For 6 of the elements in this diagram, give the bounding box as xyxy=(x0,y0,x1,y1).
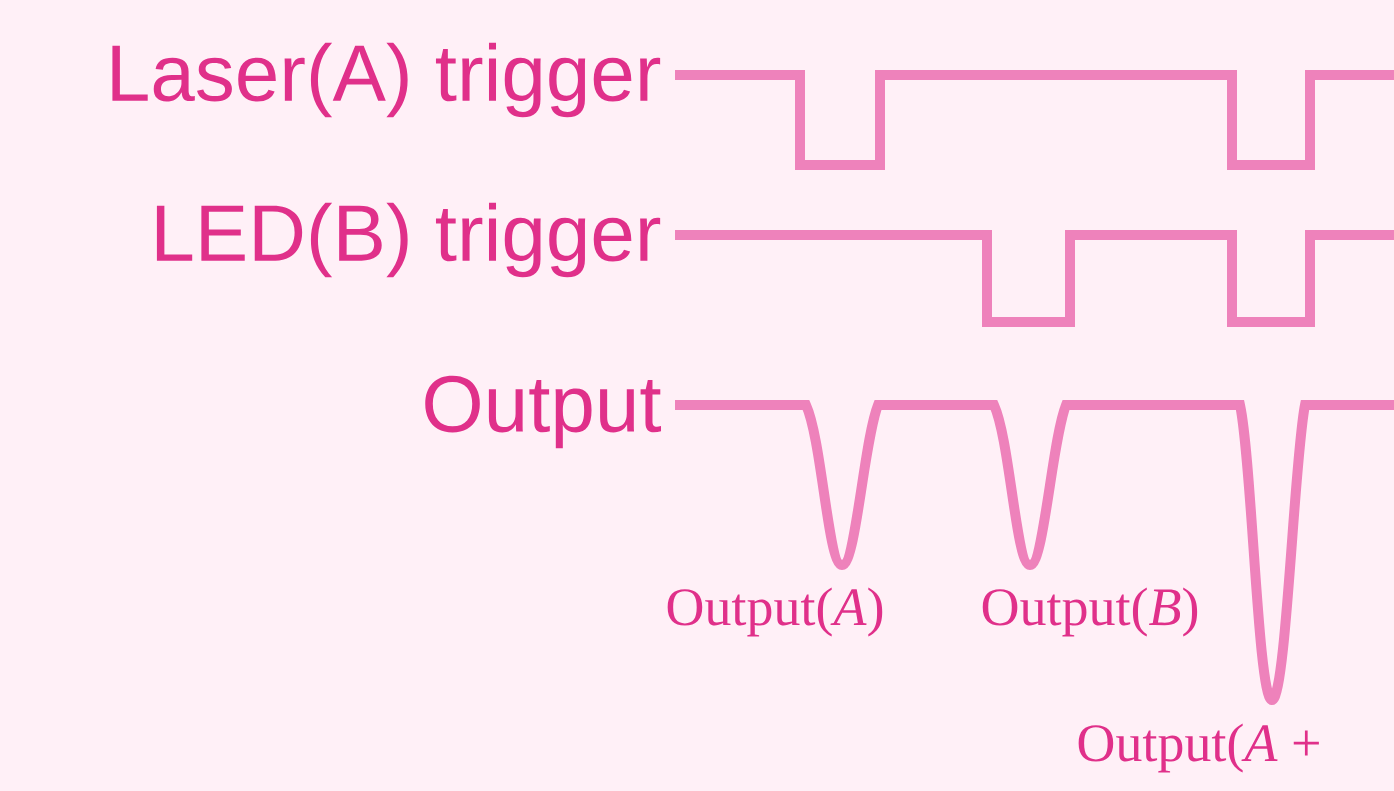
pulse-label: Output(A + xyxy=(1078,723,1319,773)
pulse-label: Output(A) xyxy=(667,587,883,637)
signal-label: Output xyxy=(425,375,661,449)
signal-label: LED(B) trigger xyxy=(156,202,661,278)
pulse-label: Output(B) xyxy=(982,587,1198,637)
signal-label: Laser(A) trigger xyxy=(112,42,661,118)
